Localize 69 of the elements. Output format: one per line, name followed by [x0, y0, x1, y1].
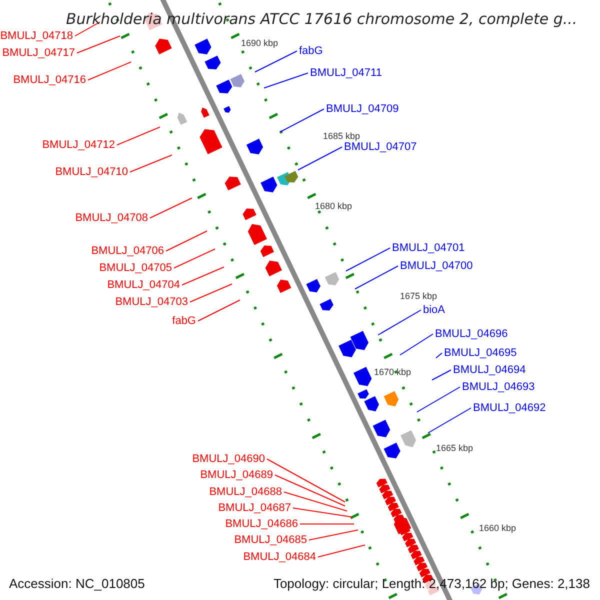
gene-label: bioA — [423, 303, 446, 317]
leader-line — [116, 126, 160, 146]
gene-label: BMULJ_04703 — [115, 295, 188, 309]
leader-line — [130, 154, 172, 172]
gene-label: BMULJ_04688 — [209, 485, 282, 499]
gene-label: BMULJ_04694 — [453, 363, 526, 377]
gene-label: BMULJ_04711 — [310, 66, 382, 80]
leader-line — [264, 72, 308, 88]
leader-line — [436, 352, 442, 358]
leader-line — [416, 386, 460, 412]
scale-label: 1690 kbp — [241, 38, 278, 48]
gene-label: fabG — [172, 314, 196, 328]
scale-label: 1685 kbp — [323, 131, 360, 141]
gene-label: BMULJ_04686 — [225, 517, 298, 531]
gene-label: BMULJ_04708 — [75, 211, 148, 225]
gene-label: BMULJ_04716 — [13, 73, 86, 87]
scale-label: 1665 kbp — [436, 443, 474, 453]
leader-line — [254, 50, 298, 72]
gene-label: BMULJ_04701 — [392, 241, 465, 255]
gene-label: BMULJ_04700 — [400, 259, 473, 273]
gene-label: BMULJ_04710 — [55, 165, 128, 179]
genome-summary-text: Topology: circular; Length: 2,473,162 bp; Genes: 2,138 — [273, 575, 590, 593]
leader-line — [174, 248, 216, 268]
leader-line — [76, 36, 120, 54]
leader-line — [308, 530, 358, 540]
leader-line — [346, 248, 390, 272]
leader-line — [266, 458, 346, 502]
scale-label: 1660 kbp — [479, 523, 516, 533]
scale-label: 1680 kbp — [315, 201, 352, 211]
leader-line — [378, 310, 422, 336]
gene-label: BMULJ_04704 — [107, 278, 180, 292]
leader-line — [88, 62, 132, 80]
gene-label: BMULJ_04687 — [218, 501, 291, 515]
leader-line — [318, 544, 366, 558]
gene-label: BMULJ_04685 — [234, 533, 307, 547]
leader-line — [198, 300, 240, 322]
gene-label: BMULJ_04718 — [0, 29, 73, 43]
leader-line — [274, 474, 346, 506]
gene-label: BMULJ_04705 — [99, 261, 172, 275]
gene-label: BMULJ_04707 — [344, 140, 417, 154]
accession-text: Accession: NC_010805 — [9, 575, 145, 593]
leader-line — [292, 508, 352, 518]
leader-line — [190, 284, 232, 302]
gene-label: BMULJ_04695 — [444, 346, 517, 360]
leader-line — [428, 408, 472, 434]
gene-label: BMULJ_04689 — [200, 468, 273, 482]
scale-label: 1670 kbp — [374, 367, 412, 377]
gene-label: BMULJ_04717 — [2, 46, 75, 60]
leader-line — [150, 198, 192, 218]
gene-label: BMULJ_04709 — [326, 102, 399, 116]
map-title: Burkholderia multivorans ATCC 17616 chromosome 2, complete g... — [66, 9, 578, 30]
gene-label: BMULJ_04696 — [435, 327, 508, 341]
scale-label: 1675 kbp — [400, 291, 438, 301]
gene-label: BMULJ_04706 — [91, 244, 164, 258]
leader-line — [166, 230, 208, 252]
gene-label: BMULJ_04684 — [243, 550, 316, 564]
leader-line — [400, 334, 434, 356]
gene-label: BMULJ_04692 — [473, 401, 546, 415]
gene-label: BMULJ_04690 — [192, 452, 265, 466]
leader-line — [432, 370, 452, 380]
leader-line — [284, 492, 348, 512]
leader-line — [74, 22, 100, 36]
leader-line — [182, 266, 224, 286]
gene-label: fabG — [299, 44, 323, 58]
leader-line — [280, 108, 324, 132]
leader-line — [354, 266, 398, 290]
gene-label: BMULJ_04712 — [42, 138, 115, 152]
leader-line — [298, 146, 342, 170]
gene-label: BMULJ_04693 — [462, 380, 535, 394]
